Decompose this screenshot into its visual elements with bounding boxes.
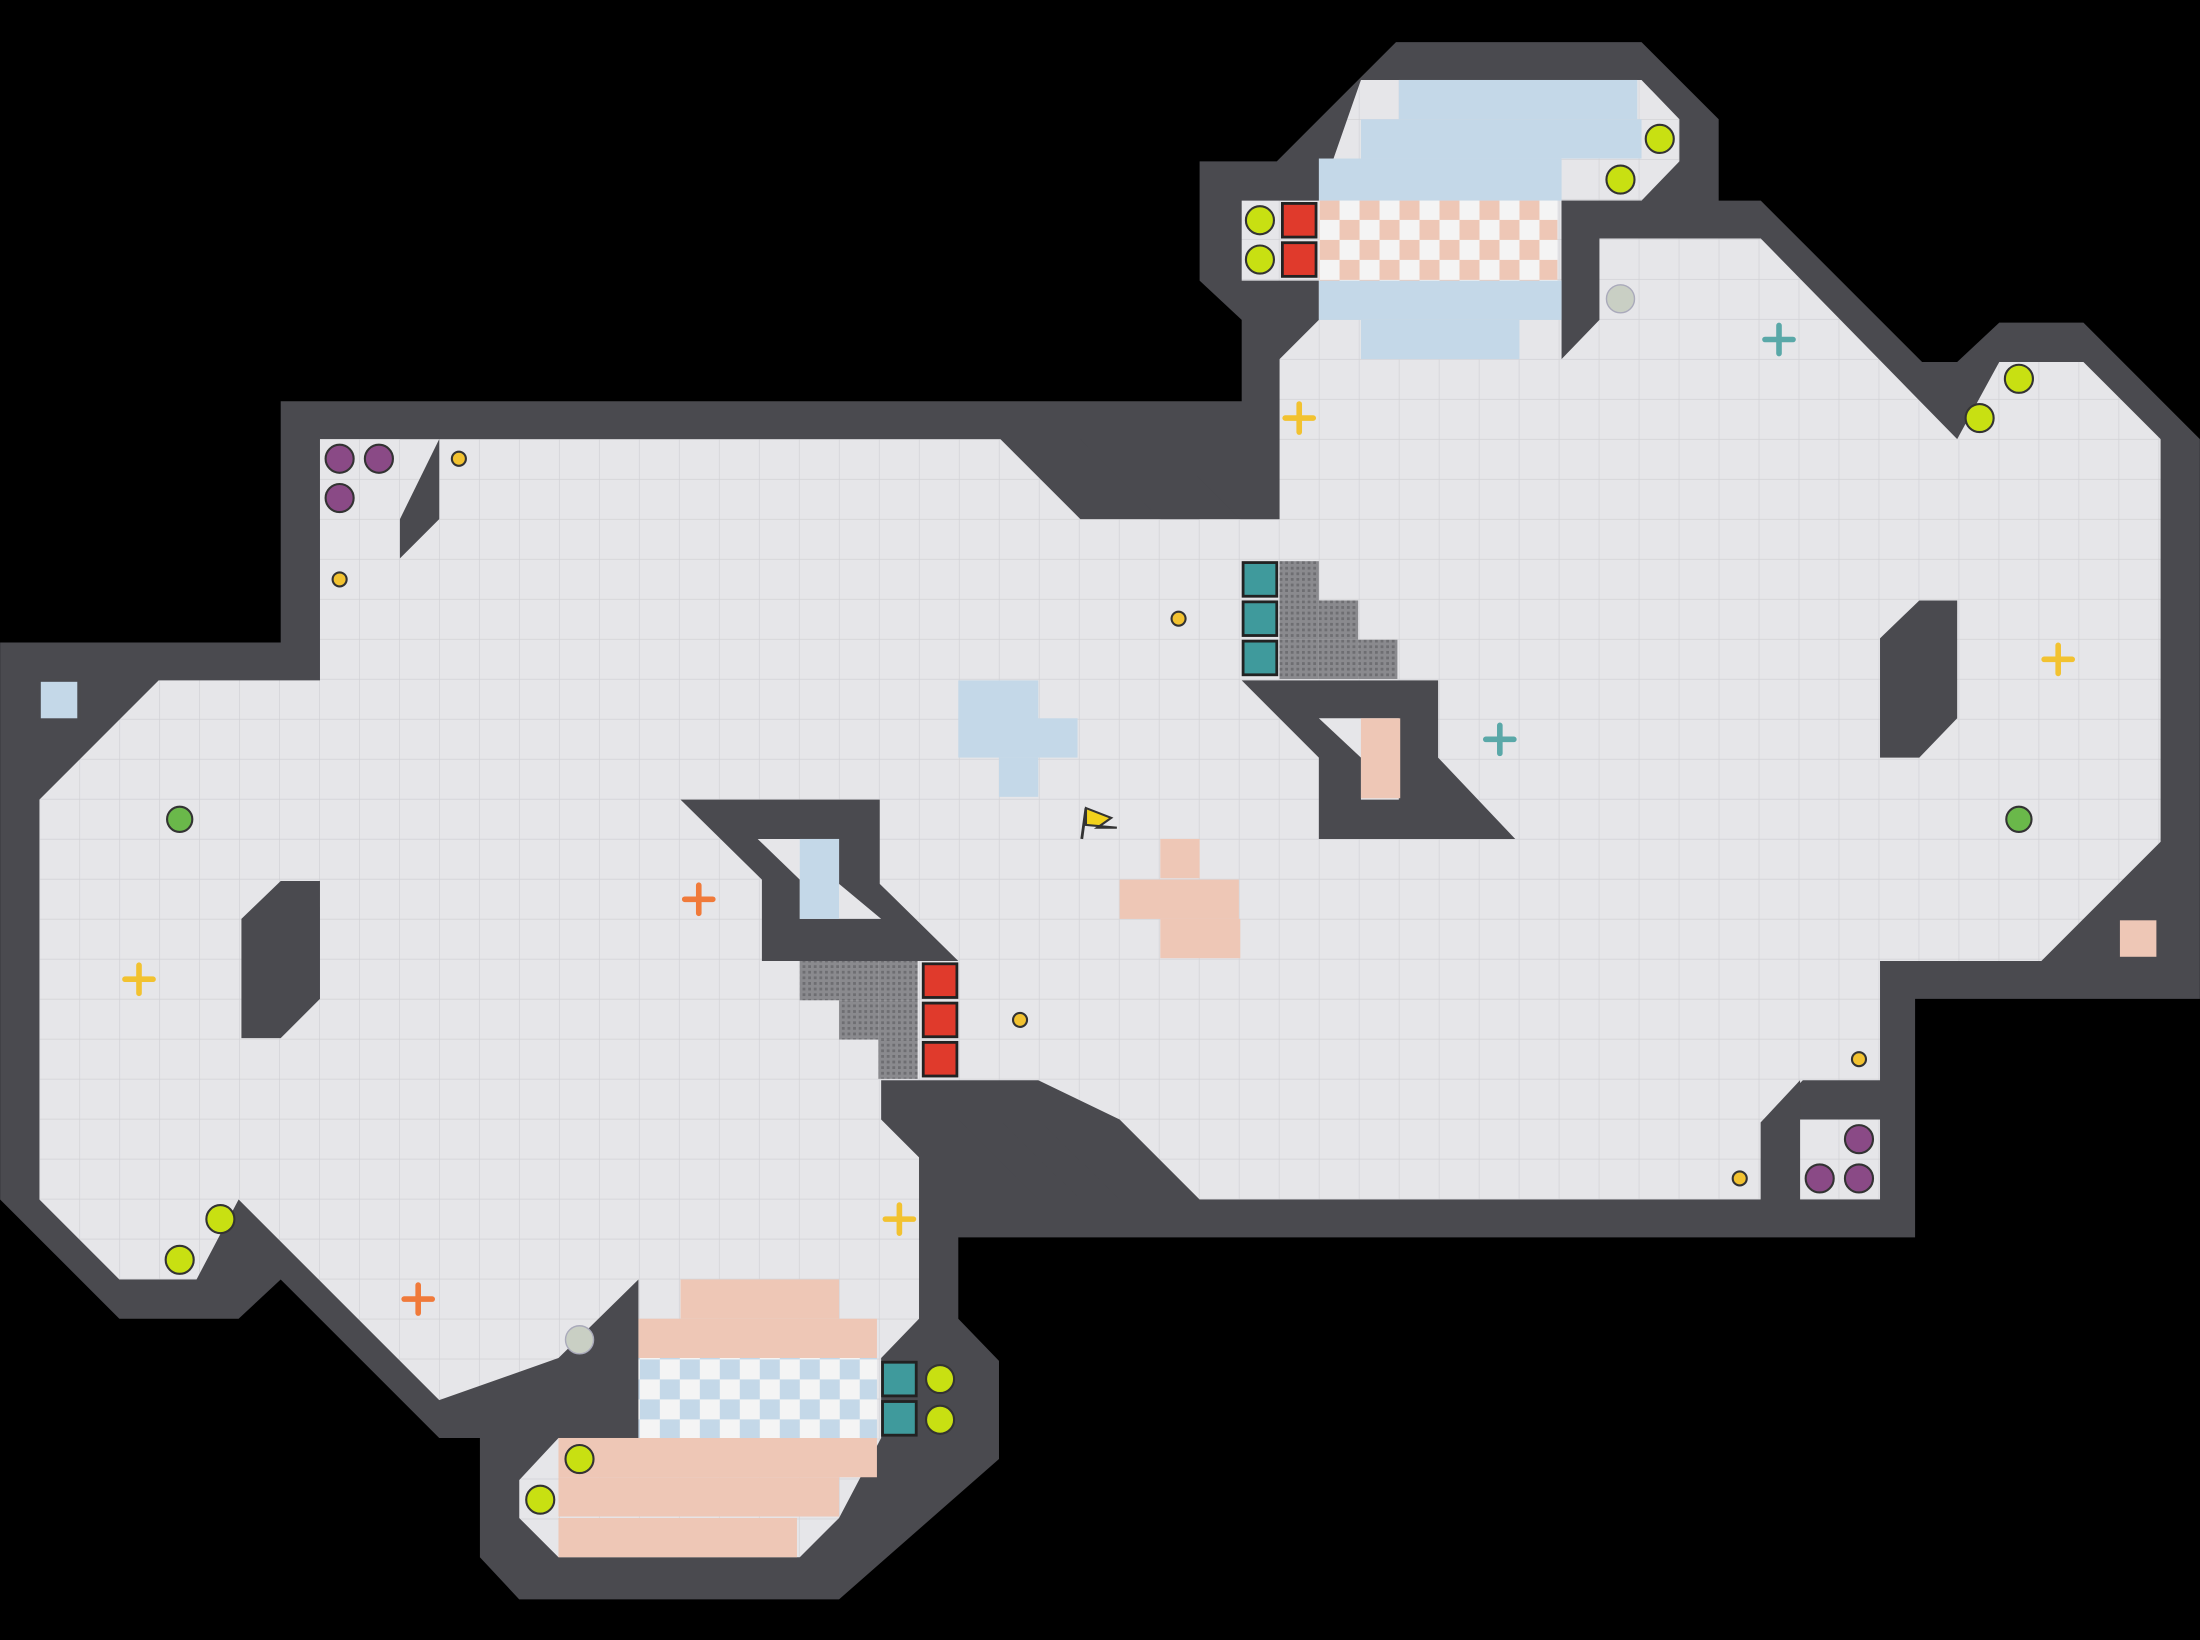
bomb-icon: [363, 443, 394, 474]
boost-icon: [924, 1363, 956, 1395]
bomb-icon: [1843, 1124, 1875, 1155]
yellow-flag-icon: [1080, 806, 1117, 840]
blue-endzone: [37, 679, 81, 722]
powerup-icon: [401, 1282, 436, 1316]
boost-icon: [1605, 164, 1636, 195]
bomb-icon: [1843, 1163, 1875, 1194]
powerup-icon: [2041, 642, 2076, 677]
spike-icon: [1605, 284, 1636, 314]
button-icon: [1850, 1051, 1868, 1068]
red-endzone: [2117, 917, 2160, 960]
blue-zone-tiles: [37, 79, 1642, 919]
bombs: [324, 443, 1875, 1194]
spike-icon: [564, 1325, 595, 1355]
boost-icon: [1644, 123, 1675, 154]
bomb-icon: [1804, 1163, 1835, 1194]
bomb-icon: [324, 443, 355, 474]
powerup-icon: [1282, 401, 1317, 435]
red-checker-zone: [1318, 200, 1558, 281]
powerup-icon: [882, 1202, 917, 1236]
powerup-spawns: [122, 322, 2076, 1316]
boost-icon: [564, 1443, 595, 1475]
team-boost-pads: [166, 805, 2033, 833]
red-team-tiles: [921, 202, 1318, 1078]
blue-checker-zone: [638, 1358, 877, 1438]
powerup-icon: [1762, 322, 1796, 357]
button-icon: [1731, 1170, 1748, 1187]
team-boost-icon: [2005, 805, 2033, 833]
boost-icon: [205, 1204, 236, 1235]
powerup-icon: [122, 962, 156, 997]
boost-icon: [525, 1484, 556, 1515]
teal-team-tiles: [881, 561, 1279, 1437]
boost-icon: [1244, 205, 1276, 236]
boost-icon: [164, 1244, 195, 1275]
boost-icon: [1964, 402, 1995, 434]
powerup-icon: [1482, 722, 1517, 757]
inactive-spawns: [564, 284, 1636, 1355]
boost-icon: [924, 1404, 956, 1435]
wall-cutouts: [757, 718, 1439, 919]
bomb-icon: [324, 482, 355, 514]
gate-tiles: [799, 561, 1398, 1079]
boost-icon: [2003, 363, 2034, 394]
boost-icon: [1244, 244, 1276, 275]
button-icon: [450, 450, 467, 467]
button-icon: [331, 571, 348, 588]
boost-pads: [164, 123, 2034, 1515]
powerup-icon: [681, 882, 716, 917]
buttons: [331, 450, 1868, 1187]
team-boost-icon: [166, 805, 194, 833]
button-icon: [1170, 610, 1187, 627]
button-icon: [1011, 1011, 1029, 1028]
